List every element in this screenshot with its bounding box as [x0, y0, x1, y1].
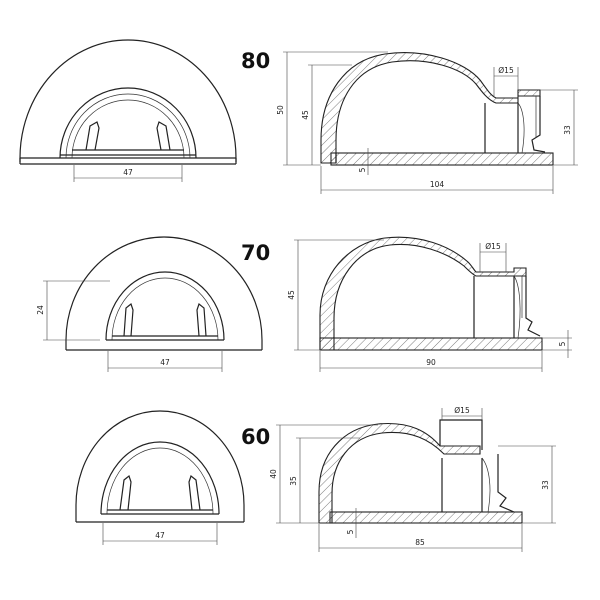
front-view-80: 47 [19, 39, 237, 182]
side-view-70: Ø15 45 5 90 [287, 236, 572, 372]
vent-dia-60: Ø15 [454, 406, 470, 415]
front-view-60: 47 [75, 410, 245, 545]
front-width-dim-70: 47 [160, 358, 170, 367]
side-view-80: Ø15 50 45 33 5 104 [276, 51, 578, 194]
length-dim-60: 85 [415, 538, 425, 547]
front-height-dim-70: 24 [36, 305, 45, 315]
door-height-60: 33 [541, 480, 550, 490]
height-inner-60: 35 [289, 476, 298, 486]
length-dim-70: 90 [426, 358, 436, 367]
base-thickness-60: 5 [346, 529, 355, 534]
door-height-80: 33 [563, 125, 572, 135]
front-view-70: 24 47 [36, 236, 263, 372]
front-width-dim-60: 47 [155, 531, 165, 540]
model-70: 24 47 70 Ø15 45 [36, 236, 572, 372]
front-width-dim-80: 47 [123, 168, 133, 177]
vent-dia-80: Ø15 [498, 66, 514, 75]
side-view-60: Ø15 40 35 33 5 85 [269, 406, 556, 552]
size-label-80: 80 [241, 49, 270, 73]
height-total-60: 40 [269, 469, 278, 479]
size-label-70: 70 [241, 241, 270, 265]
base-thickness-70: 5 [558, 341, 567, 346]
model-60: 47 60 Ø15 40 35 [75, 406, 556, 552]
height-total-70: 45 [287, 290, 296, 300]
size-label-60: 60 [241, 425, 270, 449]
base-thickness-80: 5 [358, 167, 367, 172]
vent-dia-70: Ø15 [485, 242, 501, 251]
height-total-80: 50 [276, 105, 285, 115]
height-inner-80: 45 [301, 110, 310, 120]
length-dim-80: 104 [430, 180, 445, 189]
model-80: 47 80 Ø15 50 4 [19, 39, 578, 194]
